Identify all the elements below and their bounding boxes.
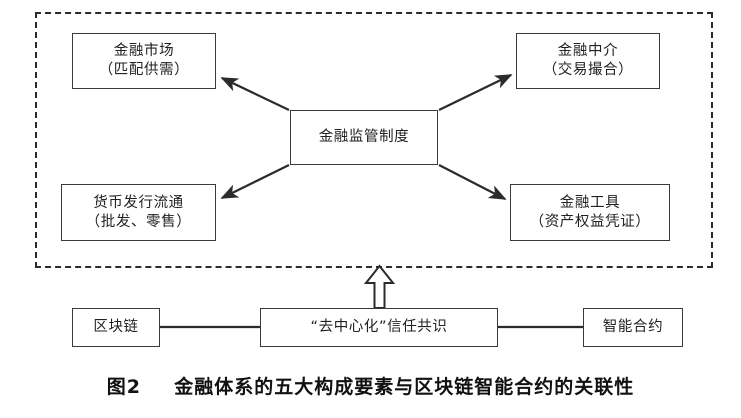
node-financial-instrument-line1: 金融工具 [559,194,621,211]
node-currency-issuance-circulation-line1: 货币发行流通 [93,194,184,211]
figure-caption: 图2 金融体系的五大构成要素与区块链智能合约的关联性 [0,372,741,399]
figure-caption-text: 金融体系的五大构成要素与区块链智能合约的关联性 [174,376,635,398]
node-financial-market-line2: （匹配供需） [98,62,190,78]
figure-caption-number: 图2 [106,376,141,398]
node-financial-market[interactable]: 金融市场 （匹配供需） [72,33,216,89]
node-financial-regulation-system[interactable]: 金融监管制度 [290,110,438,165]
hollow-block-arrow-consensus-to-system [363,264,396,309]
node-financial-intermediary[interactable]: 金融中介 （交易撮合） [516,33,660,89]
node-financial-intermediary-line1: 金融中介 [557,43,619,60]
node-financial-regulation-system-line1: 金融监管制度 [318,129,410,146]
node-smart-contract-label: 智能合约 [602,319,664,336]
node-financial-instrument-line2: （资产权益凭证） [529,213,651,230]
node-financial-market-line1: 金融市场 [113,43,175,60]
node-blockchain[interactable]: 区块链 [72,308,160,347]
node-financial-intermediary-line2: （交易撮合） [542,62,634,78]
node-currency-issuance-circulation[interactable]: 货币发行流通 （批发、零售） [61,184,216,241]
node-decentralized-trust-consensus[interactable]: “去中心化”信任共识 [260,308,498,347]
node-decentralized-trust-consensus-label: “去中心化”信任共识 [310,319,448,336]
node-financial-instrument[interactable]: 金融工具 （资产权益凭证） [510,184,670,241]
node-currency-issuance-circulation-line2: （批发、零售） [85,213,192,230]
node-smart-contract[interactable]: 智能合约 [583,308,683,347]
node-blockchain-label: 区块链 [93,319,139,336]
